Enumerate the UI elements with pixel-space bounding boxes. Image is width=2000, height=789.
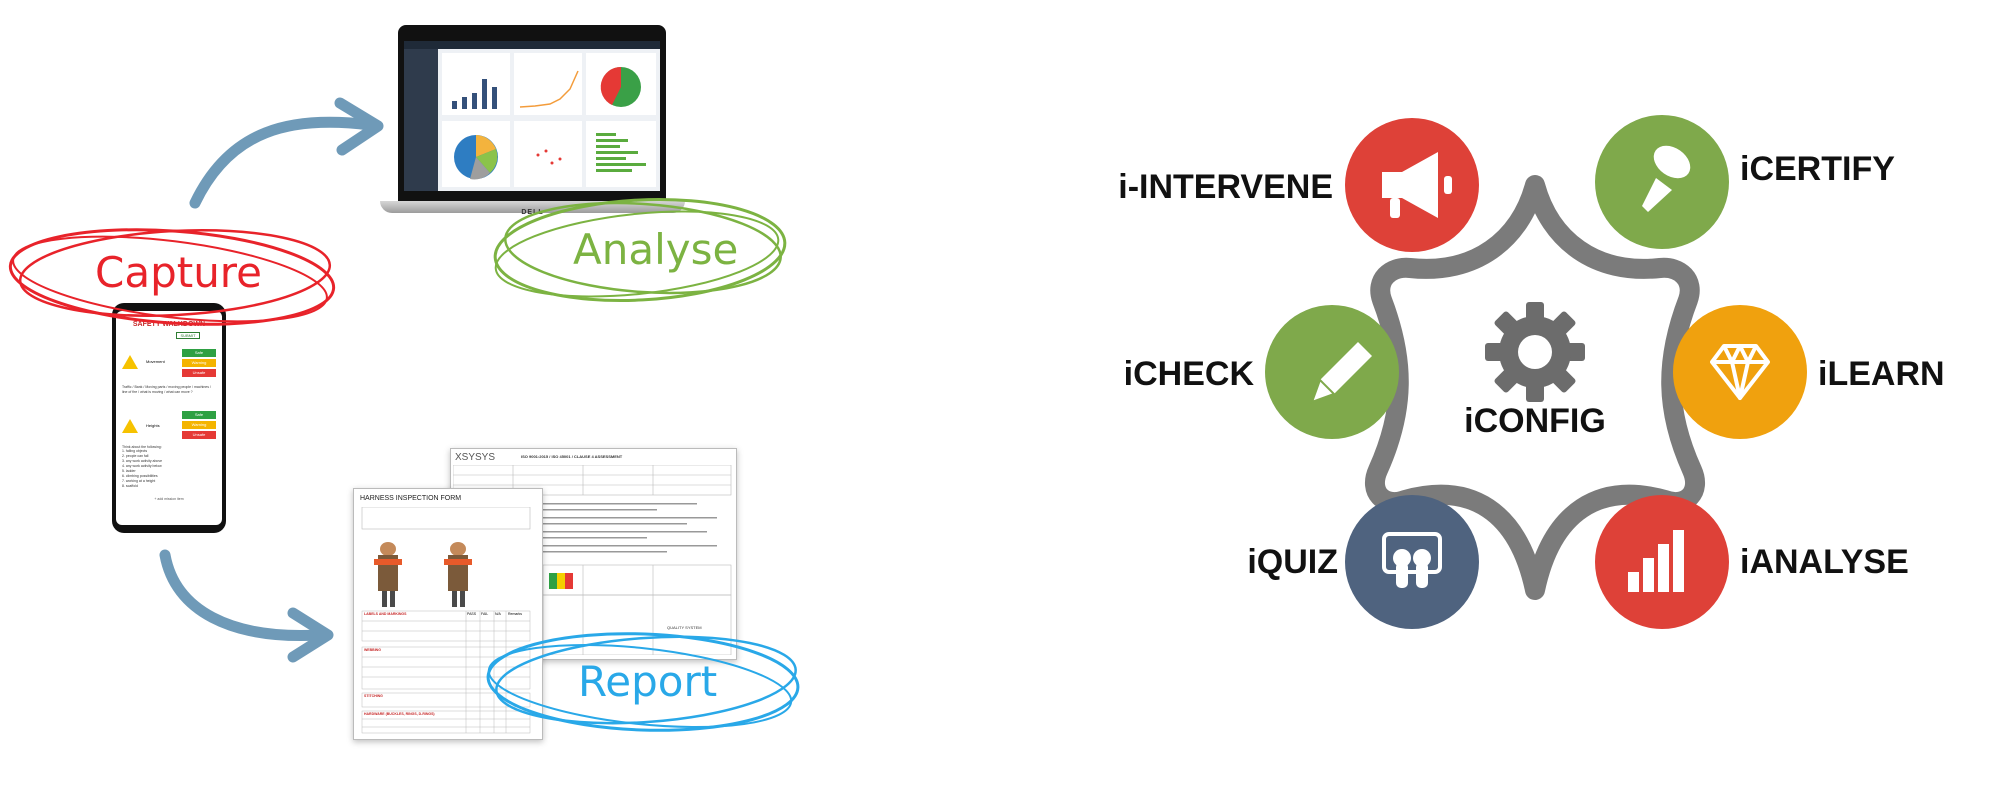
list-item: 3. any work activity above (122, 459, 163, 463)
bar-chart-icon (1628, 530, 1689, 592)
harness-col-pass: PASS (467, 612, 477, 616)
gear-icon (1485, 302, 1585, 402)
cycle-ring (1365, 175, 1705, 600)
label-quiz: iQUIZ (1247, 543, 1338, 581)
label-intervene: i-INTERVENE (1120, 168, 1333, 206)
diamond-icon (1710, 344, 1770, 400)
phone-checklist: 1. falling objects 2. people can fall 3.… (116, 449, 222, 489)
report-brand: XSYSYS (455, 452, 496, 463)
laptop-brand: DELL (521, 209, 544, 216)
phone-item-heights-label: Heights (146, 423, 160, 428)
laptop: DELL (380, 25, 685, 216)
workflow-arrows (159, 97, 384, 663)
warning-button[interactable]: Warning (182, 421, 216, 429)
phone: SAFETY WALKDOWN SUBMIT Movement Safe War… (112, 303, 226, 533)
quiz-icon (1382, 532, 1442, 588)
harness-col-remarks: Remarks (508, 612, 523, 616)
harness-section-label: HARDWARE (BUCKLES, RINGS, D-RINGS) (364, 712, 435, 716)
dashboard-charts (442, 53, 656, 187)
harness-form-title: HARNESS INSPECTION FORM (360, 495, 462, 502)
node-check[interactable] (1265, 305, 1399, 439)
phone-prompt-heights: Think about the following: (122, 445, 162, 449)
cycle-diagram: iCONFIG i-INTERVENE iCERTIFY iCHECK (1120, 115, 1945, 629)
report-table (453, 465, 732, 655)
node-intervene[interactable] (1345, 118, 1479, 252)
node-learn[interactable] (1673, 305, 1807, 439)
phone-item-movement: Movement Safe Warning Unsafe (116, 345, 222, 385)
arrow-capture-to-analyse (189, 116, 376, 209)
list-item: 2. people can fall (122, 454, 149, 458)
report-subtitle: QUALITY SYSTEM (667, 625, 702, 630)
harness-inspection-form: HARNESS INSPECTION FORM LABELS AND MARKI… (353, 488, 543, 740)
unsafe-button[interactable]: Unsafe (182, 431, 216, 439)
dashboard-topbar (404, 41, 660, 49)
pushpin-icon (1642, 145, 1691, 212)
arrow-head-report (287, 607, 334, 663)
center-label: iCONFIG (1464, 402, 1606, 440)
megaphone-icon (1382, 152, 1452, 218)
phone-submit-button[interactable]: SUBMIT (176, 332, 200, 339)
list-item: 6. climbing possibilities (122, 474, 158, 478)
report-scribble (486, 632, 800, 732)
phone-footer[interactable]: + add mission item (154, 497, 184, 501)
arrow-head-analyse (334, 97, 384, 156)
phone-prompt-movement: Traffic / Bank / Moving parts / moving p… (122, 385, 211, 394)
label-analyse: iANALYSE (1740, 543, 1909, 581)
harness-section-label: STITCHING (364, 694, 383, 698)
harness-col-fail: FAIL (481, 612, 489, 616)
analyse-label: Analyse (573, 225, 739, 274)
phone-screen: SAFETY WALKDOWN SUBMIT Movement Safe War… (116, 311, 222, 525)
safe-button[interactable]: Safe (182, 349, 216, 357)
node-analyse[interactable] (1595, 495, 1729, 629)
analyse-scribble (493, 197, 787, 303)
laptop-screen (398, 25, 666, 203)
dashboard-sidebar (404, 41, 438, 191)
label-certify: iCERTIFY (1740, 150, 1895, 188)
list-item: 8. scaffold (122, 484, 138, 488)
arrow-capture-to-report (159, 549, 326, 642)
phone-item-movement-label: Movement (146, 359, 165, 364)
node-quiz[interactable] (1345, 495, 1479, 629)
list-item: 4. any work activity below (122, 464, 162, 468)
node-certify[interactable] (1595, 115, 1729, 249)
harness-section-label: WEBBING (364, 648, 381, 652)
unsafe-button[interactable]: Unsafe (182, 369, 216, 377)
list-item: 5. ladder (122, 469, 136, 473)
list-item: 1. falling objects (122, 449, 148, 453)
report-title: ISO 9001:2015 / ISO 45001 / CLAUSE 4 ASS… (521, 454, 623, 459)
warning-icon (122, 355, 138, 369)
capture-scribble (8, 228, 336, 326)
label-check: iCHECK (1124, 355, 1255, 393)
list-item: 7. working at a height (122, 479, 156, 483)
warning-icon (122, 419, 138, 433)
phone-title: SAFETY WALKDOWN (132, 321, 206, 328)
pencil-icon (1310, 342, 1372, 404)
harness-form-body (361, 507, 531, 734)
safe-button[interactable]: Safe (182, 411, 216, 419)
dashboard (404, 41, 660, 191)
capture-label: Capture (95, 248, 262, 297)
phone-item-heights: Heights Safe Warning Unsafe (116, 409, 222, 445)
harness-section-label: LABELS AND MARKINGS (364, 612, 407, 616)
warning-button[interactable]: Warning (182, 359, 216, 367)
label-learn: iLEARN (1818, 355, 1945, 393)
harness-col-na: N/A (495, 612, 501, 616)
harness-illustration (374, 542, 472, 607)
report-label: Report (578, 657, 718, 706)
